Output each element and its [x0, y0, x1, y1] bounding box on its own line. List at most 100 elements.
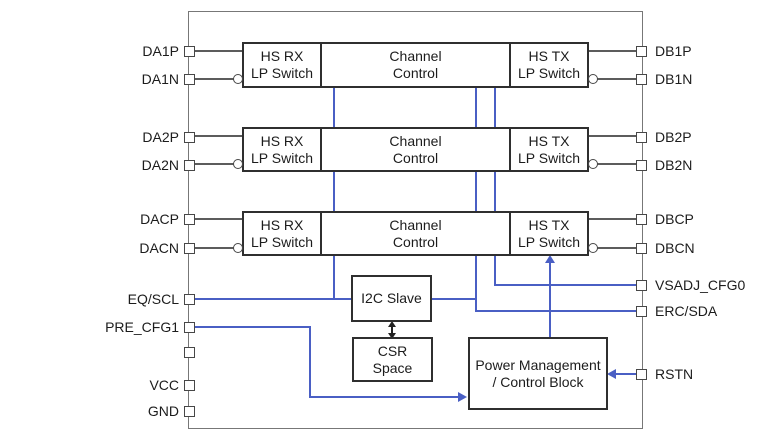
pin-label-dbcn: DBCN — [655, 240, 695, 256]
wire-da2n — [194, 163, 234, 165]
bus-mid-r1-r2 — [475, 88, 477, 127]
pin-dacn — [184, 243, 195, 254]
block-label: LP Switch — [518, 149, 580, 166]
block-label: Channel — [389, 48, 442, 64]
pin-label-erc-sda: ERC/SDA — [655, 303, 718, 319]
pin-label-gnd: GND — [147, 403, 179, 419]
bubble-dacn — [233, 243, 243, 253]
pin-left-nc — [184, 347, 195, 358]
block-label: Channel — [389, 216, 442, 233]
pin-eq-scl — [184, 294, 195, 305]
block-label: HS RX — [260, 216, 304, 233]
pin-label-vcc: VCC — [149, 377, 179, 393]
block-chc-hs-tx-lp-switch: HS TX LP Switch — [509, 211, 589, 256]
pin-label-db2p: DB2P — [655, 129, 692, 145]
pin-pre-cfg1 — [184, 322, 195, 333]
wire-db2n — [597, 163, 636, 165]
bus-right-r2-r3 — [494, 172, 496, 211]
block-label: HS RX — [260, 132, 304, 149]
block-label: HS TX — [528, 48, 570, 64]
bubble-db1n — [588, 74, 598, 84]
pin-label-dbcp: DBCP — [655, 211, 694, 227]
wire-da1p — [194, 50, 242, 52]
pin-erc-sda — [636, 306, 647, 317]
pin-dacp — [184, 214, 195, 225]
pin-vsadj-cfg0 — [636, 280, 647, 291]
wire-db1n — [597, 78, 636, 80]
block-label: Control — [392, 149, 439, 166]
wire-pre-cfg1-a — [194, 326, 310, 328]
arrow-up-small-icon — [388, 321, 396, 327]
pin-label-rstn: RSTN — [655, 366, 694, 382]
arrow-down-small-icon — [388, 333, 396, 339]
block-ch1-channel-control: Channel Control — [320, 42, 511, 88]
block-label: I2C Slave — [361, 290, 422, 306]
block-power-mgmt: Power Management / Control Block — [468, 337, 608, 410]
pin-label-da2n: DA2N — [141, 157, 179, 173]
block-label: / Control Block — [492, 373, 584, 390]
bus-left-r3-scl — [333, 256, 335, 300]
block-label: LP Switch — [251, 65, 313, 81]
wire-dacn — [194, 247, 234, 249]
block-label: Control — [392, 65, 439, 81]
pin-label-db1n: DB1N — [655, 71, 693, 87]
pin-da2n — [184, 160, 195, 171]
wire-pm-to-tx — [549, 262, 551, 338]
pin-label-da2p: DA2P — [142, 129, 179, 145]
pin-da1n — [184, 74, 195, 85]
wire-dbcp — [589, 218, 636, 220]
pin-db2p — [636, 132, 647, 143]
block-label: Control — [392, 233, 439, 250]
pin-dbcn — [636, 243, 647, 254]
block-label: LP Switch — [518, 65, 580, 81]
pin-label-pre-cfg1: PRE_CFG1 — [105, 319, 179, 335]
block-ch1-hs-rx-lp-switch: HS RX LP Switch — [242, 42, 322, 88]
wire-da2p — [194, 135, 242, 137]
wire-i2c-csr — [391, 326, 393, 334]
pin-dbcp — [636, 214, 647, 225]
pin-label-db1p: DB1P — [655, 43, 692, 59]
pin-da2p — [184, 132, 195, 143]
wire-eq-scl — [194, 298, 351, 300]
block-label: Channel — [389, 132, 442, 149]
wire-pre-cfg1-c — [309, 396, 459, 398]
wire-i2c-to-bus — [431, 298, 477, 300]
bus-right-r1-r2 — [494, 88, 496, 127]
bubble-db2n — [588, 159, 598, 169]
bus-left-r2-r3 — [333, 172, 335, 211]
pin-label-da1p: DA1P — [142, 43, 179, 59]
block-ch2-channel-control: Channel Control — [320, 127, 511, 172]
block-ch2-hs-rx-lp-switch: HS RX LP Switch — [242, 127, 322, 172]
wire-db1p — [589, 50, 636, 52]
pin-da1p — [184, 46, 195, 57]
block-label: HS RX — [260, 48, 304, 64]
wire-da1n — [194, 78, 234, 80]
pin-vcc — [184, 380, 195, 391]
pin-label-da1n: DA1N — [141, 71, 179, 87]
block-chc-hs-rx-lp-switch: HS RX LP Switch — [242, 211, 322, 256]
block-label: Space — [372, 359, 413, 376]
block-label: Power Management — [475, 356, 601, 373]
pin-db2n — [636, 160, 647, 171]
wire-vsadj-cfg0 — [494, 284, 636, 286]
bubble-da2n — [233, 159, 243, 169]
pin-gnd — [184, 406, 195, 417]
pin-db1n — [636, 74, 647, 85]
pin-label-vsadj-cfg0: VSADJ_CFG0 — [655, 277, 746, 293]
block-ch2-hs-tx-lp-switch: HS TX LP Switch — [509, 127, 589, 172]
wire-pre-cfg1-b — [309, 326, 311, 398]
block-i2c-slave: I2C Slave — [351, 275, 432, 322]
bus-right-r3-vsadj — [494, 256, 496, 286]
bubble-dbcn — [588, 243, 598, 253]
block-label: HS TX — [528, 216, 570, 233]
block-label: LP Switch — [251, 233, 313, 250]
wire-dbcn — [597, 247, 636, 249]
block-chc-channel-control: Channel Control — [320, 211, 511, 256]
pin-label-db2n: DB2N — [655, 157, 693, 173]
wire-db2p — [589, 135, 636, 137]
arrow-left-icon — [607, 369, 616, 379]
wire-erc-sda — [475, 310, 636, 312]
pin-db1p — [636, 46, 647, 57]
block-label: HS TX — [528, 132, 570, 149]
